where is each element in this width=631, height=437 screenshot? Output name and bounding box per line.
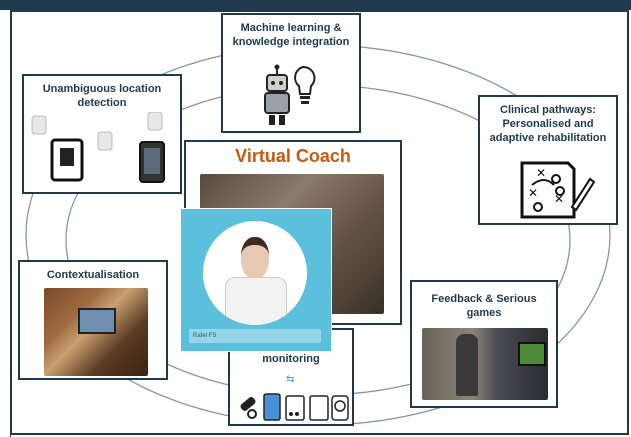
node-machine-learning-label: Machine learning & knowledge integration bbox=[232, 22, 350, 48]
avatar-head bbox=[241, 237, 269, 279]
node-feedback-label: Feedback & Serious games bbox=[431, 293, 537, 319]
serious-games-photo bbox=[422, 328, 548, 400]
tv-screen bbox=[78, 308, 116, 334]
svg-text:✕: ✕ bbox=[528, 186, 538, 200]
virtual-coach-title: Virtual Coach bbox=[235, 146, 351, 166]
location-devices-icon bbox=[31, 112, 165, 183]
robot-lightbulb-icon bbox=[264, 64, 316, 125]
node-location: Unambiguous location detection bbox=[22, 74, 182, 194]
avatar-body bbox=[225, 277, 287, 325]
avatar-caption-text: Rafel FS bbox=[193, 333, 217, 339]
svg-text:✕: ✕ bbox=[536, 166, 546, 180]
node-machine-learning: Machine learning & knowledge integration bbox=[221, 13, 361, 133]
bluetooth-icon: ⇆ bbox=[286, 374, 295, 385]
avatar-panel: Rafel FS bbox=[180, 208, 332, 352]
strategy-board-icon: ✕ ✕ ✕ bbox=[520, 161, 596, 219]
monitoring-devices-icon bbox=[240, 393, 349, 421]
node-location-label: Unambiguous location detection bbox=[42, 83, 162, 109]
avatar-caption: Rafel FS bbox=[189, 329, 321, 343]
node-contextualisation: Contextualisation bbox=[18, 260, 168, 380]
node-contextualisation-label: Contextualisation bbox=[46, 269, 140, 281]
node-feedback: Feedback & Serious games bbox=[410, 280, 558, 408]
game-screen bbox=[518, 342, 546, 366]
node-clinical-label: Clinical pathways: Personalised and adap… bbox=[489, 104, 607, 144]
svg-text:✕: ✕ bbox=[554, 192, 564, 206]
avatar bbox=[203, 221, 307, 325]
node-monitoring-label: monitoring bbox=[262, 353, 320, 365]
living-room-photo bbox=[44, 288, 148, 376]
top-border bbox=[0, 0, 631, 10]
node-clinical: Clinical pathways: Personalised and adap… bbox=[478, 95, 618, 225]
person-silhouette bbox=[456, 334, 478, 396]
